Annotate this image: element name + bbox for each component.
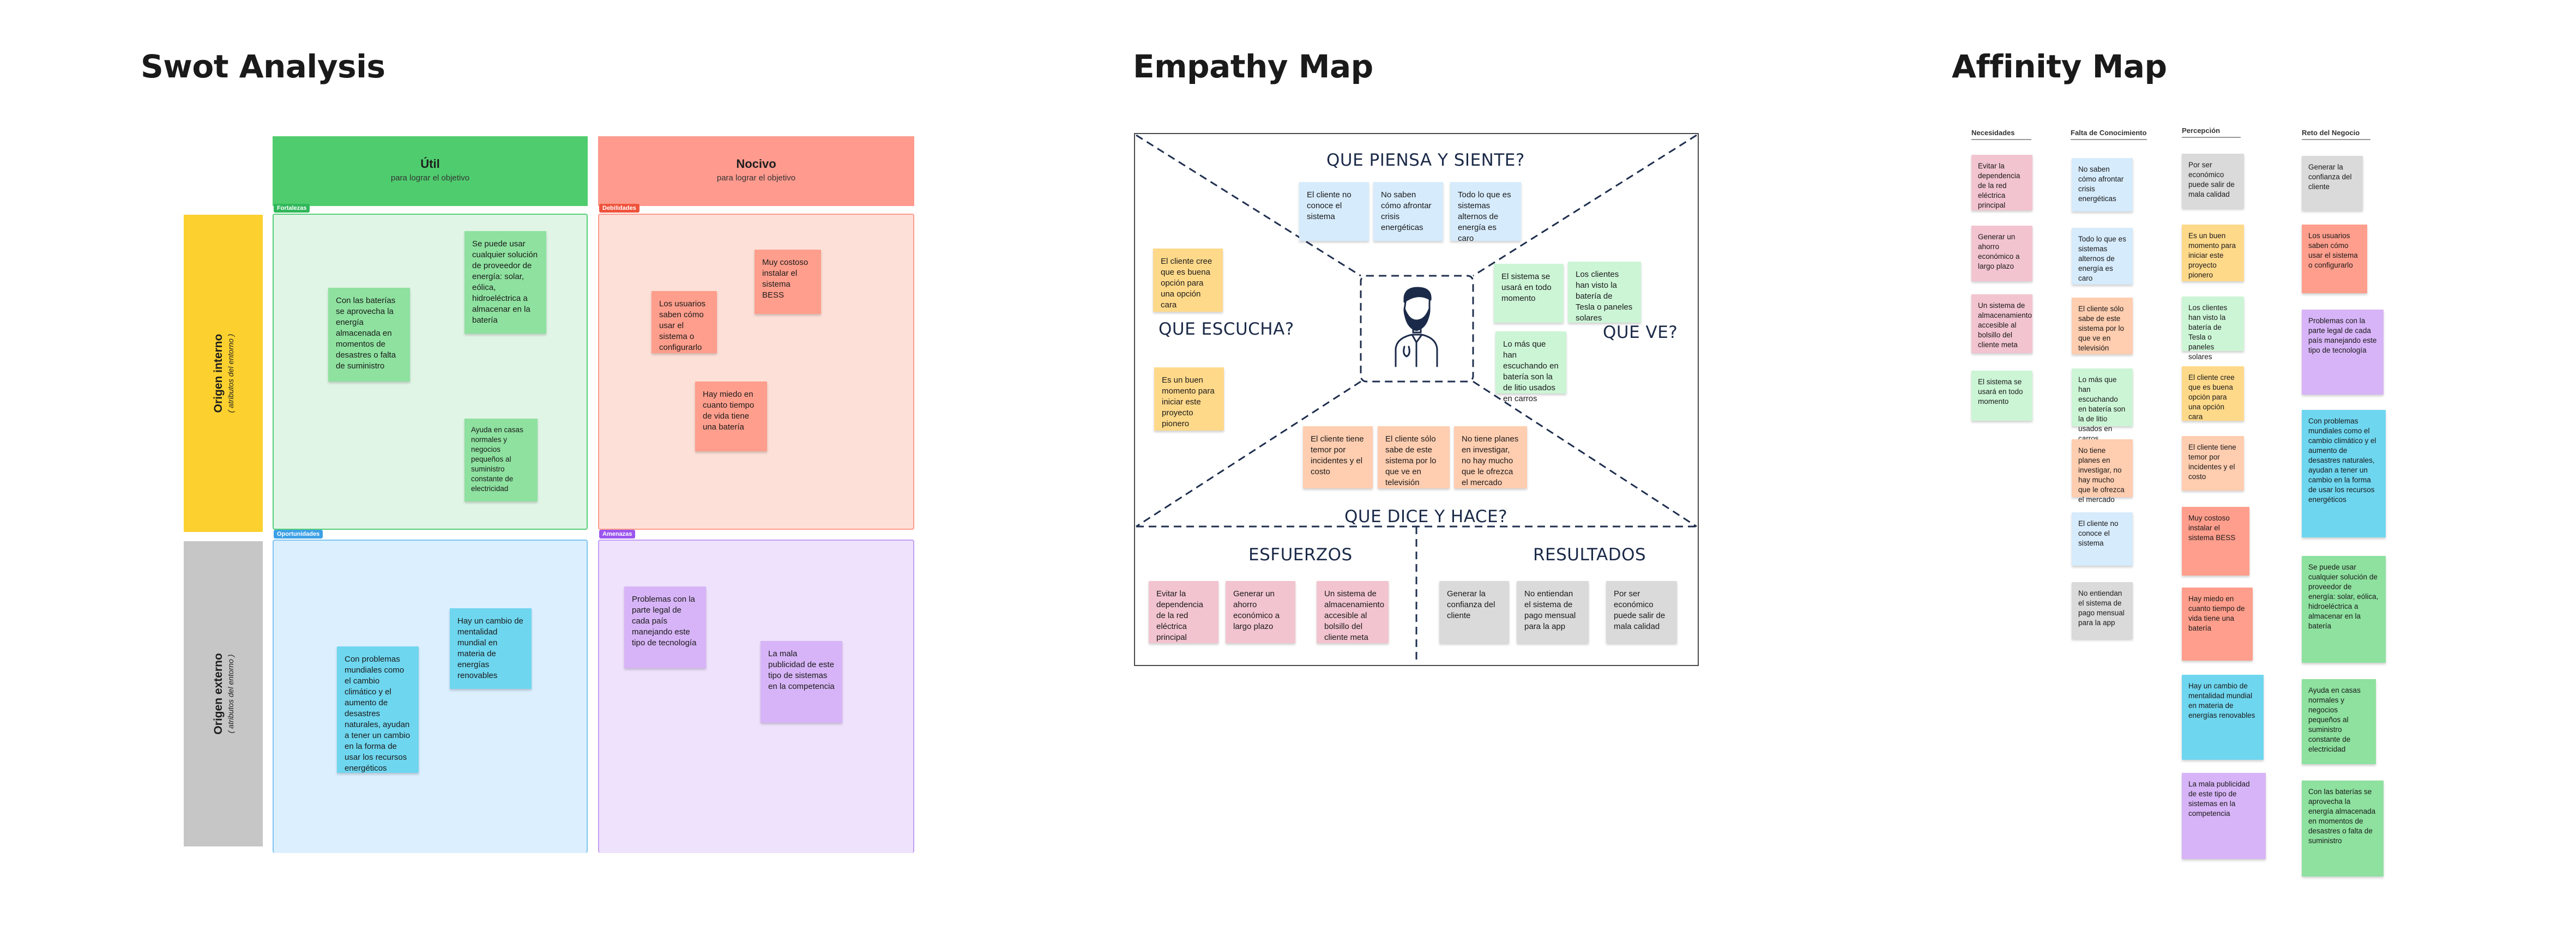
note-resultado-pago[interactable]: No entiendan el sistema de pago mensual … [1517,581,1589,643]
affinity-header-reto-negocio: Reto del Negocio [2302,129,2370,140]
note-piensa-no-conoce[interactable]: El cliente no conoce el sistema [1299,182,1369,241]
swot-util-header[interactable]: Útil para lograr el objetivo [273,136,588,206]
swot-nocivo-header[interactable]: Nocivo para lograr el objetivo [598,136,914,206]
person-avatar-icon [1395,287,1438,367]
note-escucha-momento[interactable]: Es un buen momento para iniciar este pro… [1154,367,1224,431]
note-oportunidad-mentalidad[interactable]: Hay un cambio de mentalidad mundial en m… [450,608,532,689]
tag-debilidades: Debilidades [599,204,640,213]
affinity-note[interactable]: El cliente cree que es buena opción para… [2182,366,2244,421]
affinity-note[interactable]: No tiene planes en investigar, no hay mu… [2072,439,2133,504]
affinity-note[interactable]: El cliente tiene temor por incidentes y … [2182,436,2244,491]
note-esfuerzo-dependencia[interactable]: Evitar la dependencia de la red eléctric… [1149,581,1218,643]
affinity-note[interactable]: No entiendan el sistema de pago mensual … [2072,582,2133,639]
empathy-title: Empathy Map [1133,48,1373,85]
label-esfuerzos: ESFUERZOS [1248,545,1353,565]
note-fortaleza-baterias[interactable]: Con las baterías se aprovecha la energía… [328,288,410,382]
note-fortaleza-proveedor[interactable]: Se puede usar cualquier solución de prov… [464,231,546,334]
util-subtitle: para lograr el objetivo [390,173,470,183]
tag-fortalezas: Fortalezas [274,204,310,213]
note-oportunidad-problemas[interactable]: Con problemas mundiales como el cambio c… [337,646,419,773]
affinity-note[interactable]: Muy costoso instalar el sistema BESS [2182,507,2249,576]
note-piensa-crisis[interactable]: No saben cómo afrontar crisis energética… [1373,182,1443,241]
note-hace-temor[interactable]: El cliente tiene temor por incidentes y … [1303,426,1373,488]
tag-oportunidades: Oportunidades [274,530,323,538]
note-hace-planes[interactable]: No tiene planes en investigar, no hay mu… [1454,426,1527,488]
affinity-header-necesidades: Necesidades [1971,129,2031,140]
affinity-note[interactable]: Lo más que han escuchando en batería son… [2072,368,2133,443]
swot-externo-header[interactable]: Origen externo ( atributos del entorno ) [184,541,263,846]
note-amenaza-publicidad[interactable]: La mala publicidad de este tipo de siste… [761,641,842,723]
affinity-note[interactable]: Es un buen momento para iniciar este pro… [2182,225,2244,281]
affinity-note[interactable]: No saben cómo afrontar crisis energética… [2072,158,2133,211]
affinity-note[interactable]: Todo lo que es sistemas alternos de ener… [2072,228,2133,285]
note-piensa-caro[interactable]: Todo lo que es sistemas alternos de ener… [1450,182,1521,243]
affinity-note[interactable]: Los clientes han visto la batería de Tes… [2182,297,2244,361]
label-piensa-siente: QUE PIENSA Y SIENTE? [1326,150,1525,170]
note-esfuerzo-almacenamiento[interactable]: Un sistema de almacenamiento accesible a… [1317,581,1389,643]
note-debilidad-miedo[interactable]: Hay miedo en cuanto tiempo de vida tiene… [695,382,767,451]
note-ve-todo-momento[interactable]: El sistema se usará en todo momento [1494,264,1564,323]
note-debilidad-costoso[interactable]: Muy costoso instalar el sistema BESS [755,250,821,314]
label-resultados: RESULTADOS [1533,545,1646,565]
note-ve-tesla[interactable]: Los clientes han visto la batería de Tes… [1568,262,1641,323]
note-amenaza-legal[interactable]: Problemas con la parte legal de cada paí… [624,586,706,668]
affinity-note[interactable]: Evitar la dependencia de la red eléctric… [1971,155,2032,210]
affinity-note[interactable]: Problemas con la parte legal de cada paí… [2302,310,2384,395]
util-title: Útil [420,157,440,171]
affinity-note[interactable]: El cliente no conoce el sistema [2072,512,2133,566]
interno-label: Origen interno ( atributos del entorno ) [212,334,235,413]
note-debilidad-usuarios[interactable]: Los usuarios saben cómo usar el sistema … [651,291,717,353]
affinity-header-percepcion: Percepción [2182,126,2241,138]
affinity-title: Affinity Map [1952,48,2167,85]
interno-subtitle: ( atributos del entorno ) [226,334,235,413]
externo-subtitle: ( atributos del entorno ) [226,654,235,734]
tag-amenazas: Amenazas [599,530,636,538]
affinity-note[interactable]: Un sistema de almacenamiento accesible a… [1971,294,2032,353]
note-escucha-opcion[interactable]: El cliente cree que es buena opción para… [1153,249,1223,312]
nocivo-subtitle: para lograr el objetivo [716,173,796,183]
affinity-note[interactable]: Con problemas mundiales como el cambio c… [2302,410,2386,537]
affinity-note[interactable]: Generar la confianza del cliente [2302,156,2363,210]
affinity-note[interactable]: El cliente sólo sabe de este sistema por… [2072,298,2133,354]
swot-interno-header[interactable]: Origen interno ( atributos del entorno ) [184,215,263,532]
note-hace-television[interactable]: El cliente sólo sabe de este sistema por… [1378,426,1450,488]
note-fortaleza-casas[interactable]: Ayuda en casas normales y negocios peque… [464,419,538,501]
affinity-note[interactable]: Por ser económico puede salir de mala ca… [2182,154,2244,208]
externo-title: Origen externo [212,653,225,735]
affinity-note[interactable]: El sistema se usará en todo momento [1971,371,2032,421]
affinity-note[interactable]: Hay miedo en cuanto tiempo de vida tiene… [2182,588,2253,661]
label-escucha: QUE ESCUCHA? [1159,319,1294,339]
quadrant-oportunidades[interactable] [273,540,588,853]
label-ve: QUE VE? [1603,323,1678,342]
note-resultado-confianza[interactable]: Generar la confianza del cliente [1439,581,1509,643]
label-dice-hace: QUE DICE Y HACE? [1344,507,1508,527]
note-resultado-calidad[interactable]: Por ser económico puede salir de mala ca… [1606,581,1677,643]
note-ve-litio[interactable]: Lo más que han escuchando en batería son… [1495,331,1566,403]
interno-title: Origen interno [212,334,225,413]
affinity-header-falta-conocimiento: Falta de Conocimiento [2071,129,2147,140]
externo-label: Origen externo ( atributos del entorno ) [212,653,235,734]
affinity-note[interactable]: Se puede usar cualquier solución de prov… [2302,556,2386,663]
affinity-note[interactable]: Generar un ahorro económico a largo plaz… [1971,226,2032,281]
empathy-dividers [1136,134,1697,664]
affinity-note[interactable]: Hay un cambio de mentalidad mundial en m… [2182,675,2264,760]
affinity-note[interactable]: Ayuda en casas normales y negocios peque… [2302,679,2376,764]
affinity-note[interactable]: La mala publicidad de este tipo de siste… [2182,773,2266,859]
swot-title: Swot Analysis [141,48,385,85]
note-esfuerzo-ahorro[interactable]: Generar un ahorro económico a largo plaz… [1226,581,1295,643]
affinity-note[interactable]: Los usuarios saben cómo usar el sistema … [2302,225,2367,293]
nocivo-title: Nocivo [736,157,776,171]
affinity-note[interactable]: Con las baterías se aprovecha la energía… [2302,780,2384,876]
